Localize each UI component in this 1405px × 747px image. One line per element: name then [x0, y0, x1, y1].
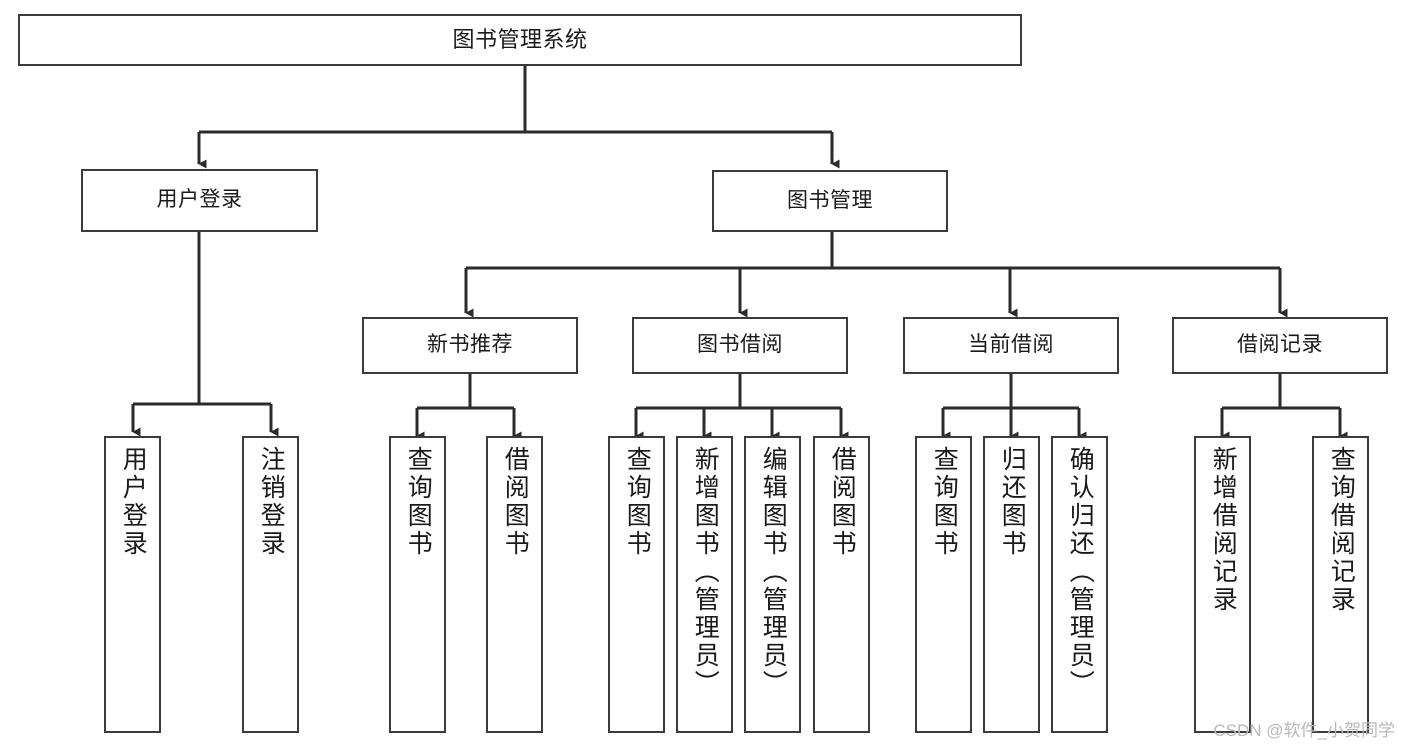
node-label: 新书推荐: [427, 333, 513, 357]
node-leaf-query-book-1[interactable]: 查询图书: [389, 436, 446, 733]
node-borrow-record[interactable]: 借阅记录: [1172, 317, 1388, 374]
node-leaf-borrow-book-2[interactable]: 借阅图书: [813, 436, 870, 733]
node-label: 查询图书: [623, 446, 652, 558]
node-leaf-query-book-2[interactable]: 查询图书: [608, 436, 665, 733]
node-label: 编辑图书（管理员）: [759, 446, 788, 698]
node-user-login[interactable]: 用户登录: [81, 169, 318, 232]
node-label: 借阅记录: [1237, 333, 1323, 357]
node-label: 新增图书（管理员）: [691, 446, 720, 698]
node-label: 用户登录: [156, 188, 243, 212]
node-label: 归还图书: [998, 446, 1027, 558]
node-leaf-user-login[interactable]: 用户登录: [104, 436, 161, 733]
node-leaf-logout-login[interactable]: 注销登录: [242, 436, 299, 733]
node-label: 查询借阅记录: [1327, 446, 1356, 614]
node-label: 借阅图书: [828, 446, 857, 558]
node-book-borrow[interactable]: 图书借阅: [632, 317, 848, 374]
node-label: 注销登录: [257, 446, 286, 558]
node-leaf-borrow-book-1[interactable]: 借阅图书: [486, 436, 543, 733]
node-leaf-query-book-3[interactable]: 查询图书: [915, 436, 972, 733]
node-label: 用户登录: [119, 446, 148, 558]
node-label: 查询图书: [404, 446, 433, 558]
node-label: 确认归还（管理员）: [1066, 446, 1095, 698]
node-label: 图书管理系统: [452, 27, 588, 53]
node-leaf-add-book[interactable]: 新增图书（管理员）: [676, 436, 733, 733]
node-leaf-return-book[interactable]: 归还图书: [983, 436, 1040, 733]
node-label: 新增借阅记录: [1209, 446, 1238, 614]
node-root-system[interactable]: 图书管理系统: [18, 14, 1022, 66]
node-new-book-recommend[interactable]: 新书推荐: [362, 317, 578, 374]
node-leaf-edit-book[interactable]: 编辑图书（管理员）: [744, 436, 801, 733]
node-label: 查询图书: [930, 446, 959, 558]
node-leaf-confirm-return[interactable]: 确认归还（管理员）: [1051, 436, 1108, 733]
node-label: 借阅图书: [501, 446, 530, 558]
watermark-text: CSDN @软件_小贺同学: [1213, 721, 1395, 740]
node-book-manage[interactable]: 图书管理: [712, 170, 948, 232]
node-label: 图书管理: [787, 188, 873, 212]
node-label: 当前借阅: [968, 333, 1054, 357]
node-label: 图书借阅: [697, 333, 783, 357]
node-leaf-query-record[interactable]: 查询借阅记录: [1312, 436, 1369, 733]
node-leaf-add-record[interactable]: 新增借阅记录: [1194, 436, 1251, 733]
node-current-borrow[interactable]: 当前借阅: [903, 317, 1119, 374]
